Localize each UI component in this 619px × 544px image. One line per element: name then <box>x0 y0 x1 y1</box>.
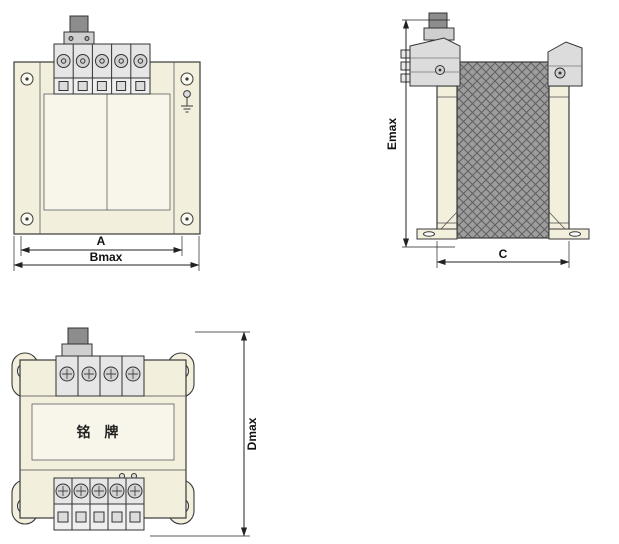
dim-label-bmax: Bmax <box>90 250 123 264</box>
side-terminal-left <box>400 12 461 87</box>
front-terminal-screws <box>56 54 148 68</box>
dimension-dmax: Dmax <box>150 331 259 537</box>
panel-view: 铭 牌 <box>11 327 259 537</box>
front-view: A Bmax <box>13 15 201 271</box>
side-view: Emax C <box>385 12 590 268</box>
panel-bottom-terminal <box>53 473 145 531</box>
side-terminal-right <box>547 41 583 87</box>
dim-label-c: C <box>499 247 508 261</box>
nameplate <box>31 403 175 461</box>
dimension-c: C <box>436 241 570 268</box>
dim-label-a: A <box>97 234 106 248</box>
nameplate-text: 铭 牌 <box>77 424 124 440</box>
front-mounting-holes <box>20 72 194 226</box>
front-terminal-block <box>53 43 151 95</box>
front-top-connector <box>63 15 95 46</box>
dimension-bmax: Bmax <box>13 236 200 271</box>
dim-label-emax: Emax <box>385 118 399 150</box>
earth-terminal-icon <box>181 90 193 113</box>
dim-label-dmax: Dmax <box>245 417 259 450</box>
side-mounting-feet <box>416 211 590 240</box>
panel-top-terminal <box>55 327 145 397</box>
dimension-emax: Emax <box>385 19 455 248</box>
bobbin-cheeks <box>436 77 570 235</box>
dimension-a: A <box>20 234 183 256</box>
coil-core <box>456 61 550 239</box>
